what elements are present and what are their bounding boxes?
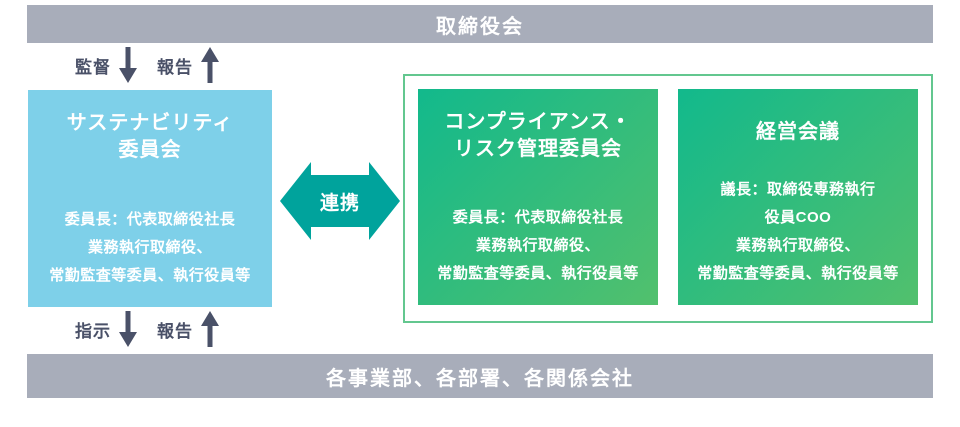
title-line: 経営会議 — [756, 121, 840, 143]
sustainability-committee-title: サステナビリティ 委員会 — [28, 90, 272, 184]
body-line: 議長：取締役専務執行 — [720, 181, 876, 198]
body-line: 業務執行取締役、 — [87, 239, 212, 256]
body-line: 委員長：代表取締役社長 — [452, 209, 624, 226]
body-line: 常勤監査等委員、執行役員等 — [697, 265, 899, 282]
divisions-label: 各事業部、各部署、各関係会社 — [326, 367, 634, 390]
compliance-risk-committee-title: コンプライアンス・ リスク管理委員会 — [418, 89, 658, 183]
sustainability-committee-box: サステナビリティ 委員会 委員長：代表取締役社長 業務執行取締役、 常勤監査等委… — [28, 90, 272, 307]
up-arrow-icon — [201, 311, 219, 347]
down-arrow-icon — [119, 47, 137, 83]
compliance-risk-committee-box: コンプライアンス・ リスク管理委員会 委員長：代表取締役社長 業務執行取締役、 … — [418, 89, 658, 305]
body-line: 業務執行取締役、 — [475, 237, 600, 254]
instruct-label: 指示 — [75, 321, 111, 341]
title-line: サステナビリティ — [66, 112, 234, 134]
sustainability-committee-members: 委員長：代表取締役社長 業務執行取締役、 常勤監査等委員、執行役員等 — [28, 206, 272, 307]
compliance-risk-committee-members: 委員長：代表取締役社長 業務執行取締役、 常勤監査等委員、執行役員等 — [418, 204, 658, 305]
body-line: 常勤監査等委員、執行役員等 — [49, 267, 251, 284]
body-line: 常勤監査等委員、執行役員等 — [437, 265, 639, 282]
management-council-members: 議長：取締役専務執行 役員COO 業務執行取締役、 常勤監査等委員、執行役員等 — [678, 176, 918, 305]
collaboration-arrow: 連携 — [279, 158, 401, 244]
up-arrow-icon — [201, 47, 219, 83]
title-line: リスク管理委員会 — [454, 138, 622, 160]
supervise-label: 監督 — [75, 57, 111, 77]
management-council-box: 経営会議 議長：取締役専務執行 役員COO 業務執行取締役、 常勤監査等委員、執… — [678, 89, 918, 305]
body-line: 委員長：代表取締役社長 — [64, 211, 236, 228]
double-arrow-icon — [280, 162, 400, 240]
management-council-title: 経営会議 — [678, 89, 918, 176]
board-of-directors-label: 取締役会 — [436, 15, 524, 38]
divisions-bar: 各事業部、各部署、各関係会社 — [27, 354, 933, 398]
body-line: 役員COO — [764, 209, 832, 226]
title-line: コンプライアンス・ — [444, 111, 632, 133]
report-top-label: 報告 — [157, 57, 193, 77]
report-bottom-label: 報告 — [157, 321, 193, 341]
top-flow-row: 監督 報告 — [75, 46, 219, 84]
down-arrow-icon — [119, 311, 137, 347]
bottom-flow-row: 指示 報告 — [75, 310, 219, 348]
title-line: 委員会 — [118, 139, 182, 161]
collaboration-label: 連携 — [319, 192, 360, 214]
board-of-directors-bar: 取締役会 — [27, 5, 933, 43]
body-line: 業務執行取締役、 — [735, 237, 860, 254]
